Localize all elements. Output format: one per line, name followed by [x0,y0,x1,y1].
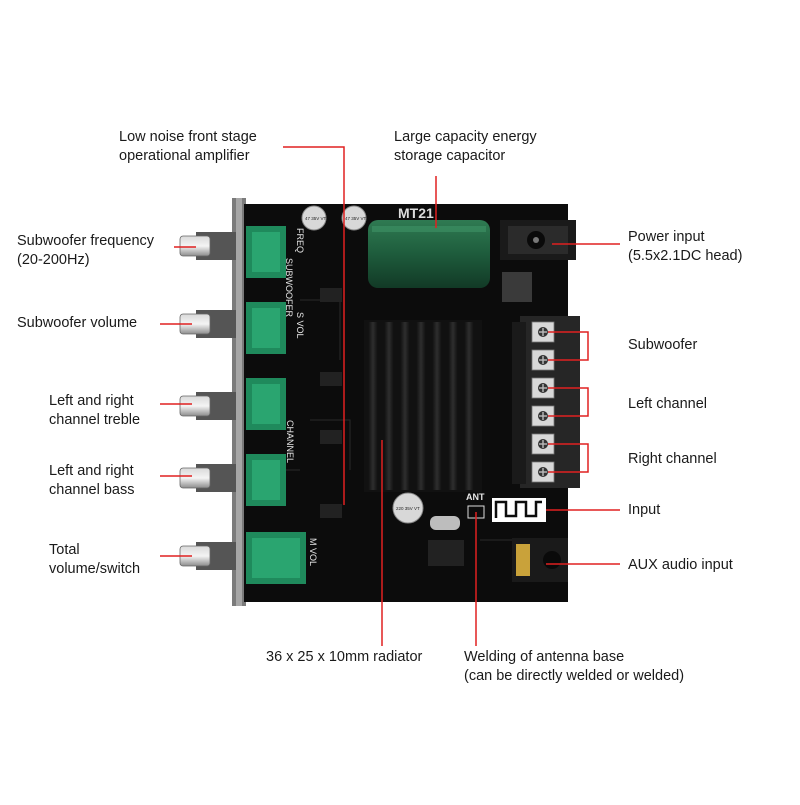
knob-sub-freq [179,232,236,260]
callout-text: storage capacitor [394,148,506,164]
callout-text: (can be directly welded or welded) [464,668,685,684]
callout-total-volume: Total volume/switch [49,541,140,579]
silk-m-vol: M VOL [308,538,318,566]
svg-text:47 35V VT: 47 35V VT [305,216,327,221]
callout-text: Subwoofer volume [17,315,138,331]
crystal [430,516,460,530]
callout-energy-cap: Large capacity energy storage capacitor [394,128,537,166]
callout-treble: Left and right channel treble [49,392,140,430]
callout-lines [160,146,620,646]
silk-channel: CHANNEL [285,420,295,463]
callout-sub-freq: Subwoofer frequency (20-200Hz) [17,232,154,270]
board-model: MT21 [398,205,434,221]
callout-text: Low noise front stage [119,129,257,145]
callout-aux: AUX audio input [628,556,733,575]
callout-radiator: 36 x 25 x 10mm radiator [266,648,422,667]
callout-text: 36 x 25 x 10mm radiator [266,649,423,665]
potentiometer-sub-volume [246,302,286,354]
callout-line-right-channel [548,443,589,473]
potentiometer-sub-freq [246,226,286,278]
bluetooth-chip [428,540,464,566]
svg-text:220 35V VT: 220 35V VT [396,506,420,511]
callout-text: Subwoofer [628,337,698,353]
callout-input: Input [628,501,660,520]
power-jack [500,220,576,260]
energy-storage-capacitor [368,220,490,288]
callout-right-channel: Right channel [628,450,717,469]
callout-line-left-channel [548,387,589,417]
opamp-chips [320,288,342,518]
input-antenna-trace [492,498,546,522]
callout-text: AUX audio input [628,557,733,573]
side-panel [232,198,246,606]
potentiometer-total-volume [246,532,306,584]
callout-bass: Left and right channel bass [49,462,134,500]
callout-text: Subwoofer frequency [17,233,155,249]
heatsink-radiator [364,320,482,492]
knob-sub-volume [179,310,236,338]
small-capacitor-2: 47 35V VT [341,205,367,231]
svg-text:47 35V VT: 47 35V VT [345,216,367,221]
callout-text: Left and right [49,393,134,409]
callout-text: Total [49,542,80,558]
potentiometer-bass [246,454,286,506]
callout-text: Left channel [628,396,708,412]
callout-text: Large capacity energy [394,129,537,145]
callout-subwoofer-output: Subwoofer [628,336,697,355]
callout-text: (20-200Hz) [17,252,90,268]
output-terminal-block [512,316,580,488]
silk-freq: FREQ [295,228,305,253]
power-component [502,272,532,302]
callout-line-subwoofer [548,331,589,361]
callout-power-input: Power input (5.5x2.1DC head) [628,228,742,266]
callout-sub-volume: Subwoofer volume [17,314,137,333]
callout-text: Power input [628,229,705,245]
aux-jack [512,538,568,582]
callout-low-noise-amp: Low noise front stage operational amplif… [119,128,257,166]
knob-bass [179,464,236,492]
callout-text: channel bass [49,482,135,498]
callout-text: Welding of antenna base [464,649,625,665]
callout-text: (5.5x2.1DC head) [628,248,743,264]
small-capacitor-1: 47 35V VT [301,205,327,231]
callout-text: operational amplifier [119,148,250,164]
callout-text: Left and right [49,463,134,479]
callout-left-channel: Left channel [628,395,707,414]
callout-antenna: Welding of antenna base (can be directly… [464,648,684,686]
silk-subwoofer: SUBWOOFER [284,258,294,318]
callout-text: Input [628,502,661,518]
knob-treble [179,392,236,420]
silk-s-vol: S VOL [295,312,305,339]
svg-text:ANT: ANT [466,492,485,502]
callout-text: Right channel [628,451,717,467]
potentiometer-treble [246,378,286,430]
knob-total-volume [179,542,236,570]
callout-text: channel treble [49,412,141,428]
filter-capacitor: 220 35V VT [392,492,424,524]
callout-line-low-noise-amp [283,146,345,505]
callout-text: volume/switch [49,561,141,577]
